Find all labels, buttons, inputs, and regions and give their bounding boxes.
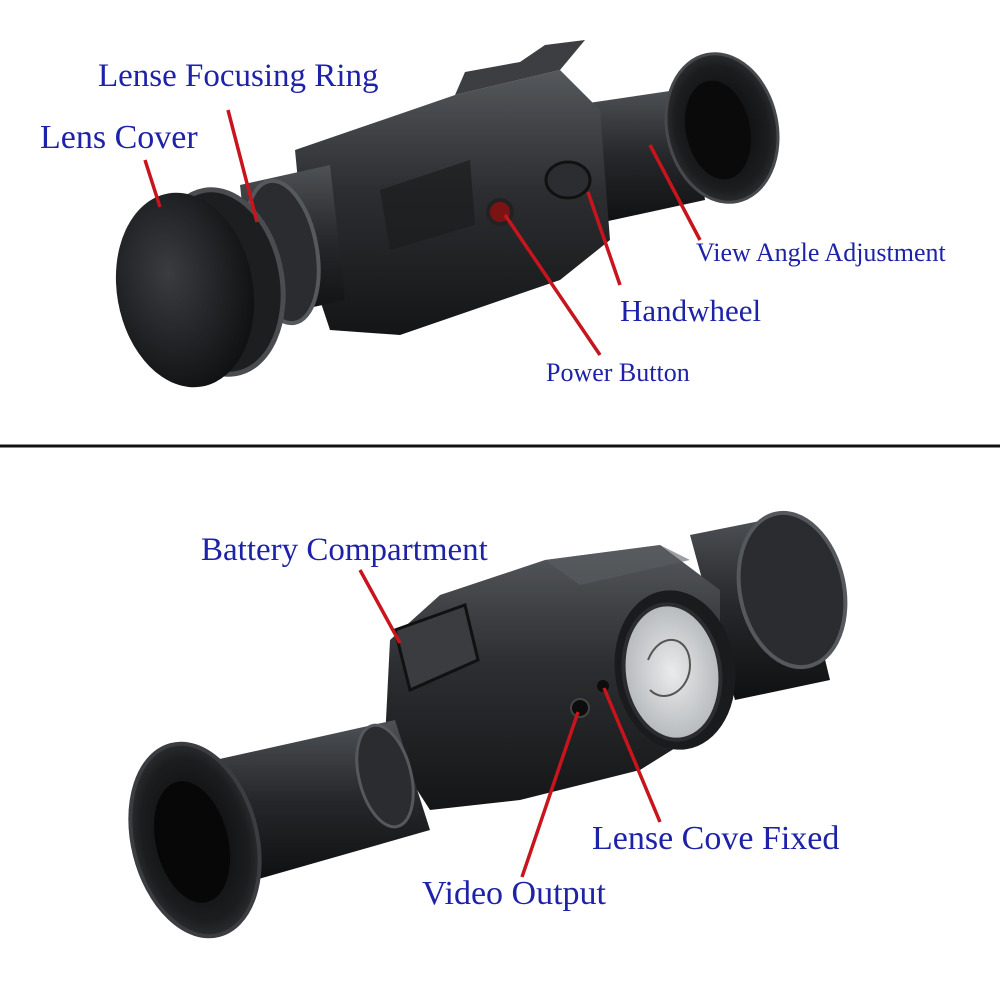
pointer-power: [503, 214, 602, 356]
bottom-scope: [128, 510, 848, 939]
pointer-lens-fixed: [602, 687, 662, 823]
top-scope: [115, 40, 780, 388]
pointer-focus-ring: [226, 109, 259, 223]
lens-cover-icon: [115, 192, 255, 388]
top-pointers: [143, 109, 702, 356]
label-focusing-ring: Lense Focusing Ring: [98, 58, 379, 94]
label-battery-compartment: Battery Compartment: [201, 532, 488, 568]
video-output-icon: [570, 698, 590, 718]
lens-cover-fixed-icon: [621, 602, 723, 742]
battery-compartment-icon: [393, 603, 480, 693]
label-lens-cover-fixed: Lense Cove Fixed: [592, 820, 840, 857]
pointer-view-angle: [648, 144, 702, 241]
bottom-pointers: [358, 569, 662, 878]
label-handwheel: Handwheel: [620, 293, 762, 328]
pointer-handwheel: [586, 191, 622, 286]
label-video-output: Video Output: [422, 875, 606, 912]
pointer-battery: [358, 569, 402, 644]
label-view-angle: View Angle Adjustment: [696, 238, 946, 267]
label-lens-cover: Lens Cover: [40, 119, 198, 156]
pointer-lens-cover: [143, 159, 162, 208]
handwheel-icon: [544, 160, 592, 200]
pointer-video: [520, 711, 580, 878]
label-power-button: Power Button: [546, 358, 690, 387]
